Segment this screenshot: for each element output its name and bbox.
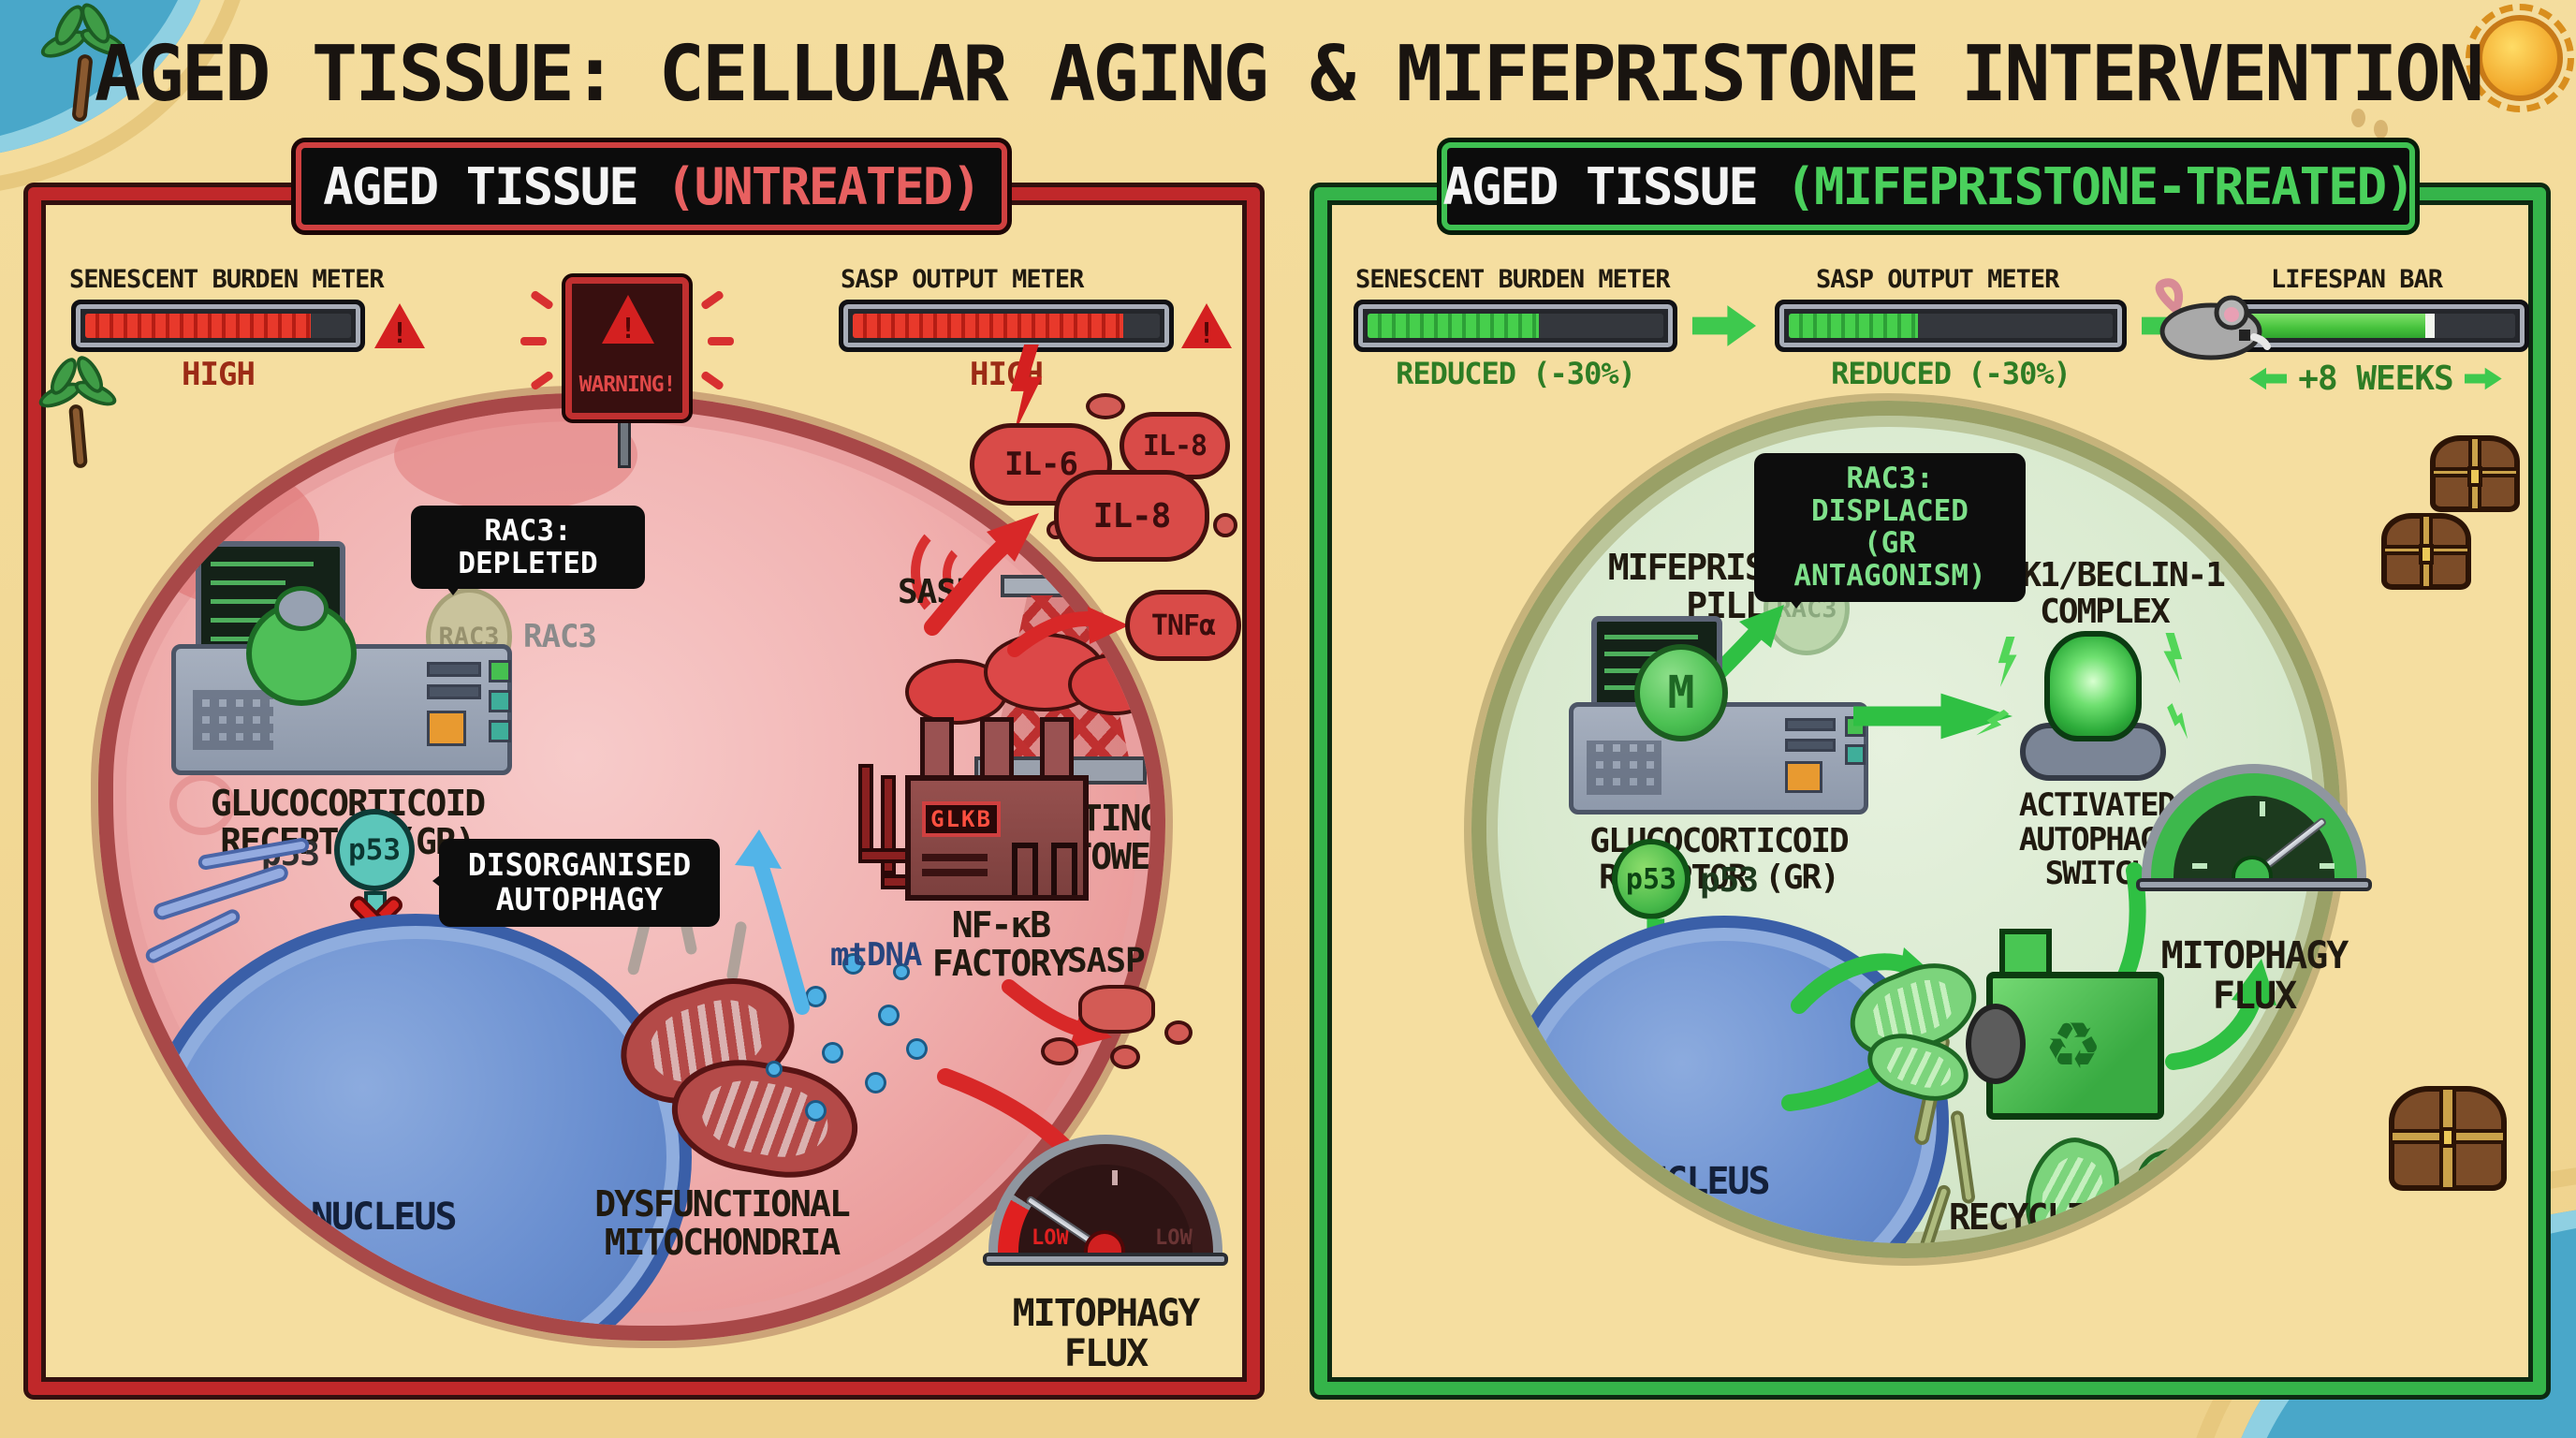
recycle-icon: ♻ — [2047, 989, 2100, 1089]
nucleus-label: NUCLEUS — [1624, 1160, 1771, 1203]
mitophagy-gauge-low: LOW LOW — [983, 1135, 1228, 1284]
header-main: AGED TISSUE — [323, 156, 639, 216]
disorganised-autophagy-bubble: DISORGANISED AUTOPHAGY — [432, 839, 720, 927]
sasp-label-bottom: SASP — [1067, 942, 1146, 980]
palm-tree-icon — [36, 351, 120, 472]
rac3-faded-label: RAC3 — [523, 618, 597, 655]
page-title: AGED TISSUE: CELLULAR AGING & MIFEPRISTO… — [94, 30, 2484, 119]
cytokine-cloud: IL-8 — [1120, 412, 1230, 479]
rac3-bubble-text: RAC3: DEPLETED — [458, 514, 598, 580]
sasp-meter-fill — [853, 314, 1123, 338]
cytokine-blob — [1213, 513, 1237, 537]
senescent-meter-fill — [85, 314, 312, 338]
sasp-meter-status: HIGH — [970, 356, 1044, 393]
sasp-meter — [1775, 300, 2127, 352]
lifespan-bar — [2220, 300, 2529, 352]
mtdna-to-tower-arrow — [735, 829, 810, 1015]
p53-label: p53 — [1700, 861, 1759, 900]
treasure-chest-icon — [2381, 513, 2471, 590]
sasp-meter — [839, 300, 1174, 352]
header-qualifier: (UNTREATED) — [666, 156, 982, 216]
senescent-meter-label: SENESCENT BURDEN METER — [1355, 265, 1671, 294]
sasp-arrow — [924, 513, 1039, 636]
emphasis-dash — [520, 337, 547, 345]
warning-sign-text: WARNING! — [578, 373, 677, 397]
senescent-meter-status: HIGH — [182, 356, 256, 393]
treasure-chest-icon — [2389, 1086, 2507, 1191]
sasp-meter-label: SASP OUTPUT METER — [1816, 265, 2059, 294]
lifespan-status: +8 WEEKS — [2298, 360, 2453, 398]
activation-arrow — [1853, 693, 2012, 740]
sasp-blob — [1110, 1045, 1140, 1069]
lifespan-status-row: +8 WEEKS — [2235, 360, 2516, 398]
p53-chip: p53 — [334, 809, 415, 891]
p53-chip: p53 — [1612, 839, 1690, 919]
senescent-meter-fill — [1368, 314, 1540, 338]
mouse-icon — [2149, 278, 2271, 361]
cytokine-blob — [1086, 393, 1125, 419]
factory-sign: GLKB — [930, 806, 992, 832]
header-main: AGED TISSUE — [1442, 156, 1759, 216]
senescent-meter-status: REDUCED (-30%) — [1396, 356, 1636, 391]
sasp-blob — [1078, 985, 1155, 1034]
sasp-blob — [1164, 1020, 1193, 1045]
rac3-displaced-bubble: RAC3: DISPLACED (GR ANTAGONISM) — [1754, 453, 2026, 609]
er-squiggle — [1950, 1109, 1976, 1205]
header-qualifier: (MIFEPRISTONE-TREATED) — [1785, 156, 2415, 216]
senescent-cell: RAC3: DEPLETED RAC3 RAC3 — [98, 393, 1165, 1341]
senescent-meter — [1354, 300, 1677, 352]
senescent-meter-label: SENESCENT BURDEN METER — [69, 265, 385, 294]
lifespan-bar-label: LIFESPAN BAR — [2271, 265, 2443, 294]
sasp-blob — [1041, 1037, 1078, 1065]
panel-untreated-header: AGED TISSUE (UNTREATED) — [296, 142, 1007, 230]
nucleus: NUCLEUS — [139, 914, 692, 1326]
machine-out-arrow — [2165, 959, 2276, 1070]
mitophagy-gauge-high — [2136, 764, 2372, 914]
recycling-machine-label: RECYCLINGMACHINE — [1949, 1196, 2127, 1243]
senescent-meter — [71, 300, 365, 352]
warning-sign-post — [618, 419, 631, 468]
right-arrow-icon — [2464, 367, 2502, 390]
gr-receptor-icon — [246, 586, 357, 706]
treasure-chest-icon — [2430, 435, 2520, 512]
sasp-meter-fill — [1789, 314, 1919, 338]
mtdna-label: mtDNA — [830, 936, 922, 974]
left-arrow-icon — [2249, 366, 2287, 392]
footprints-icon — [2351, 109, 2365, 127]
nucleus-label: NUCLEUS — [311, 1196, 458, 1239]
lifespan-fill — [2234, 314, 2425, 338]
panel-treated-header: AGED TISSUE (MIFEPRISTONE-TREATED) — [1442, 142, 2416, 230]
sun-icon — [2466, 4, 2574, 112]
sasp-arrow — [1002, 979, 1112, 1049]
sasp-arrow — [1007, 607, 1129, 657]
rac3-depleted-bubble: RAC3: DEPLETED — [411, 506, 645, 596]
sasp-meter-label: SASP OUTPUT METER — [841, 265, 1084, 294]
mifepristone-pill-icon: M — [1634, 644, 1728, 741]
sasp-meter-status: REDUCED (-30%) — [1831, 356, 2071, 391]
cytokine-cloud: TNFα — [1125, 590, 1241, 661]
emphasis-dash — [708, 337, 734, 345]
cytokine-cloud: IL-8 — [1054, 470, 1209, 562]
lifespan-notch — [2425, 314, 2435, 338]
warning-sign: ! WARNING! — [565, 277, 689, 419]
